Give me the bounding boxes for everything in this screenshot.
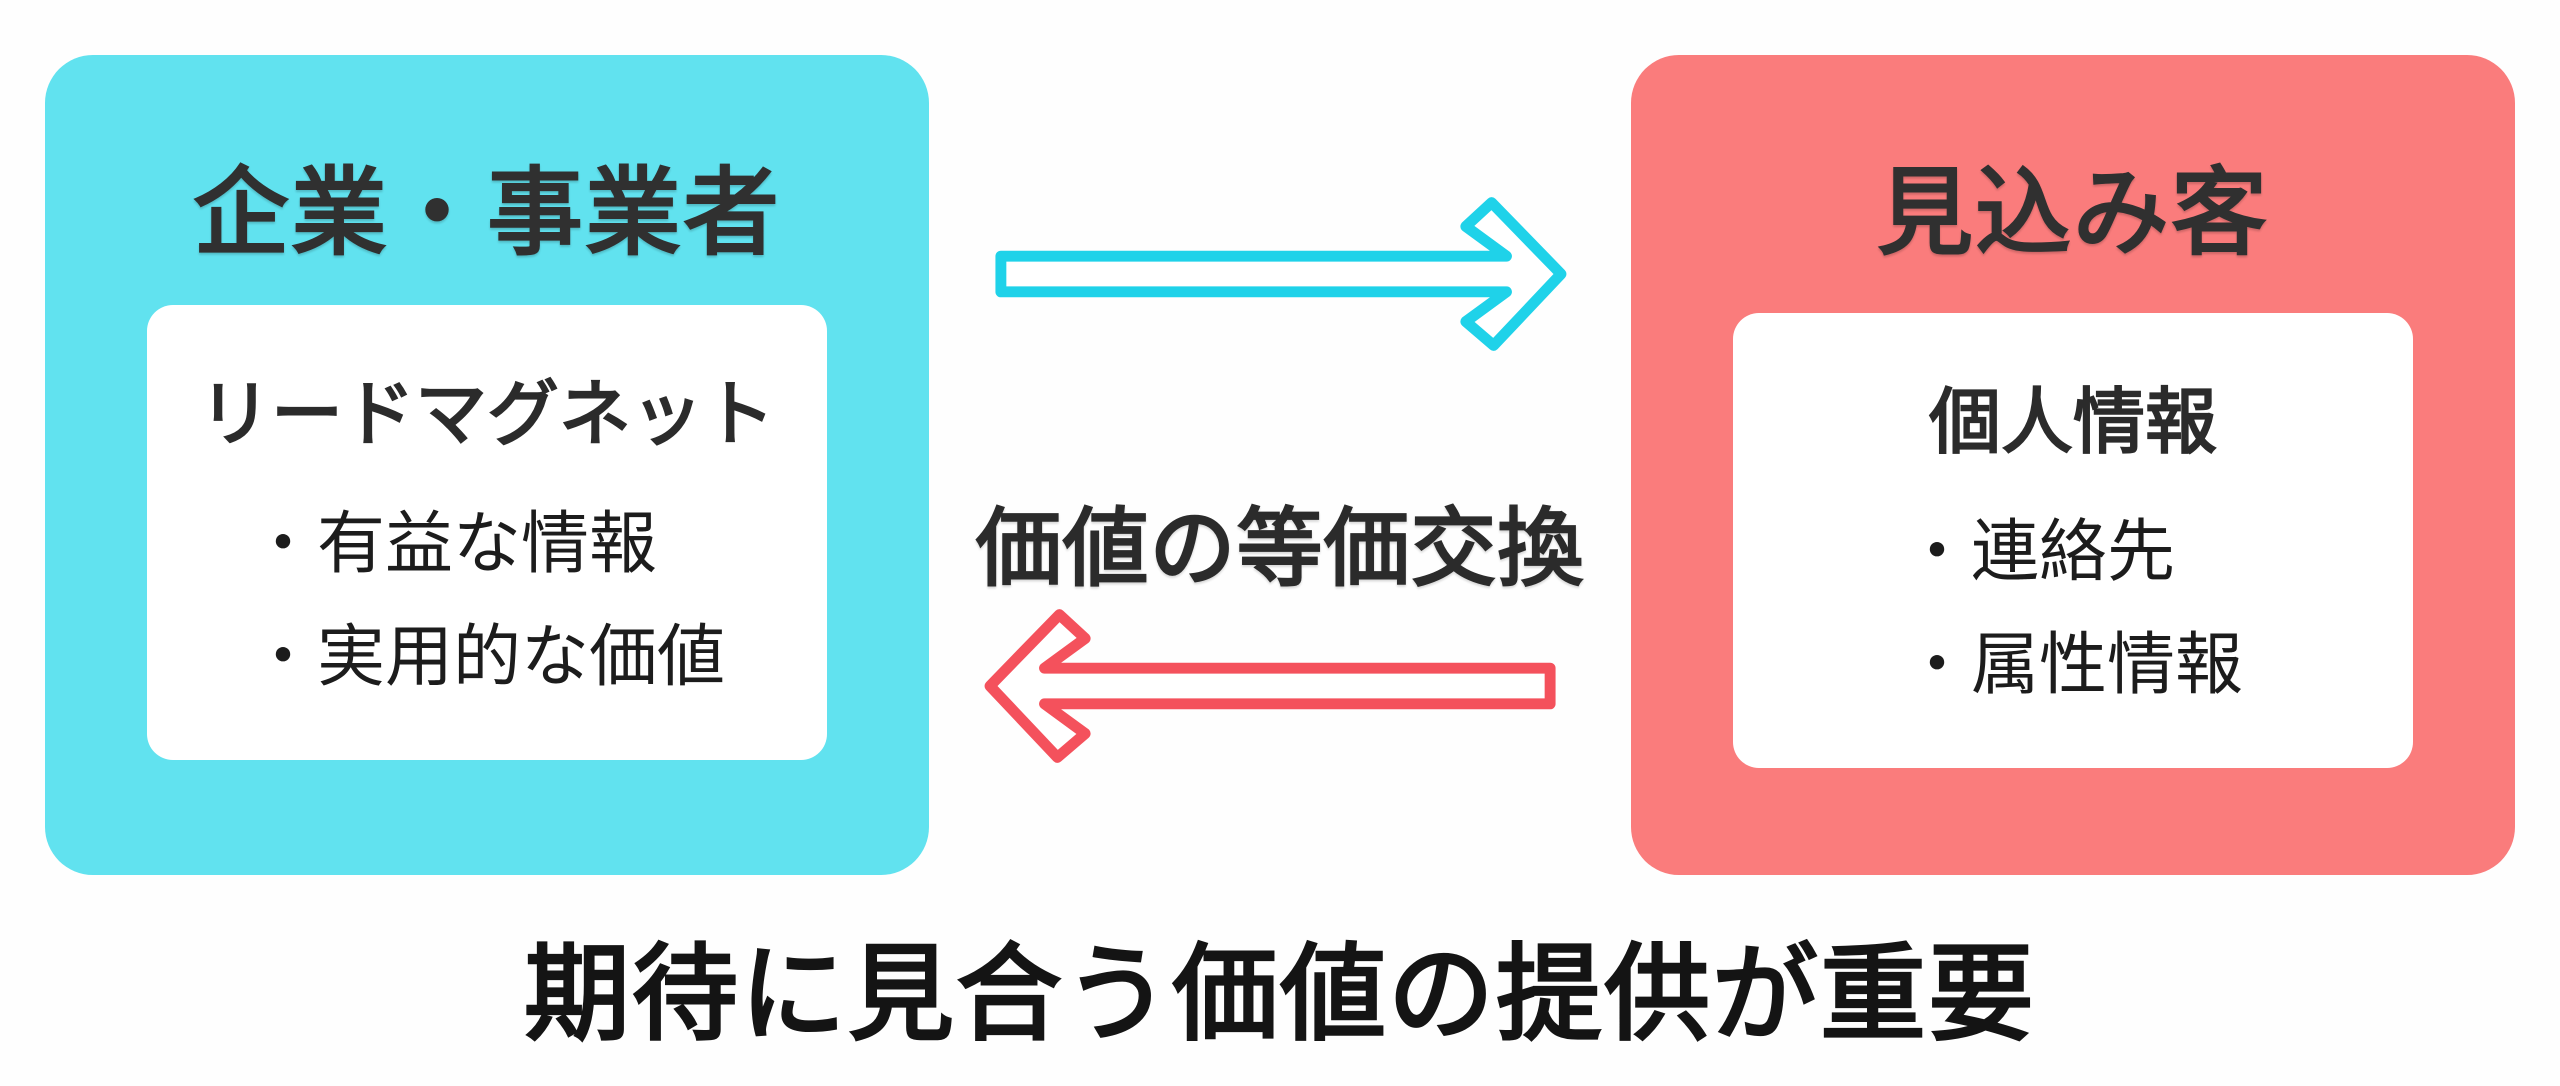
company-panel: 企業・事業者 リードマグネット ・有益な情報 ・実用的な価値: [45, 55, 929, 875]
list-item: ・実用的な価値: [248, 618, 725, 695]
arrow-right-shape: [995, 197, 1567, 351]
lead-magnet-card: リードマグネット ・有益な情報 ・実用的な価値: [147, 305, 827, 760]
list-item: ・属性情報: [1902, 626, 2243, 703]
prospect-panel-title: 見込み客: [1877, 160, 2269, 267]
list-item: ・有益な情報: [248, 506, 657, 582]
bottom-caption: 期待に見合う価値の提供が重要: [524, 936, 2036, 1054]
lead-magnet-heading: リードマグネット: [198, 375, 775, 455]
prospect-panel: 見込み客 個人情報 ・連絡先 ・属性情報: [1631, 55, 2515, 875]
lead-magnet-bullet-list: ・有益な情報 ・実用的な価値: [249, 488, 725, 714]
arrow-left-icon: [984, 609, 1563, 763]
personal-info-card: 個人情報 ・連絡先 ・属性情報: [1733, 313, 2413, 768]
arrow-left-shape: [984, 609, 1556, 763]
personal-info-bullet-list: ・連絡先 ・属性情報: [1903, 496, 2243, 722]
value-exchange-label: 価値の等価交換: [975, 501, 1585, 597]
personal-info-heading: 個人情報: [1928, 383, 2217, 463]
list-item: ・連絡先: [1902, 514, 2175, 590]
arrow-right-icon: [988, 197, 1567, 351]
company-panel-title: 企業・事業者: [193, 160, 781, 267]
